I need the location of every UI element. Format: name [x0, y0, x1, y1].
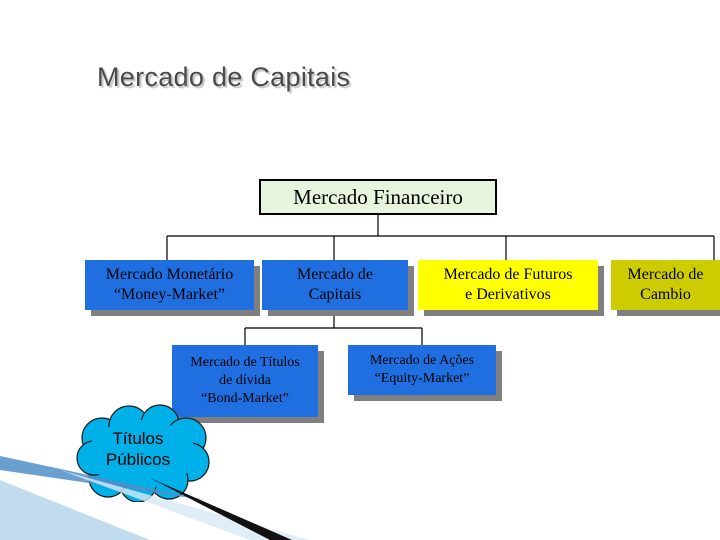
node-mercado-de-capitais: Mercado de Capitais	[262, 260, 408, 310]
node-mercado-financeiro: Mercado Financeiro	[259, 179, 497, 215]
node-mercado-monetario: Mercado Monetário “Money-Market”	[85, 260, 254, 310]
cloud-shape	[76, 404, 210, 502]
node-mercado-de-acoes: Mercado de Ações “Equity-Market”	[348, 345, 496, 395]
decorative-swoosh	[0, 456, 310, 540]
node-mercado-de-cambio: Mercado de Cambio	[611, 260, 720, 310]
node-mercado-de-titulos: Mercado de Títulos de dívida “Bond-Marke…	[172, 345, 318, 417]
page-title: Mercado de Capitais	[97, 62, 351, 92]
node-mercado-de-futuros: Mercado de Futuros e Derivativos	[418, 260, 598, 310]
callout-titulos-publicos: Títulos Públicos	[105, 429, 171, 469]
